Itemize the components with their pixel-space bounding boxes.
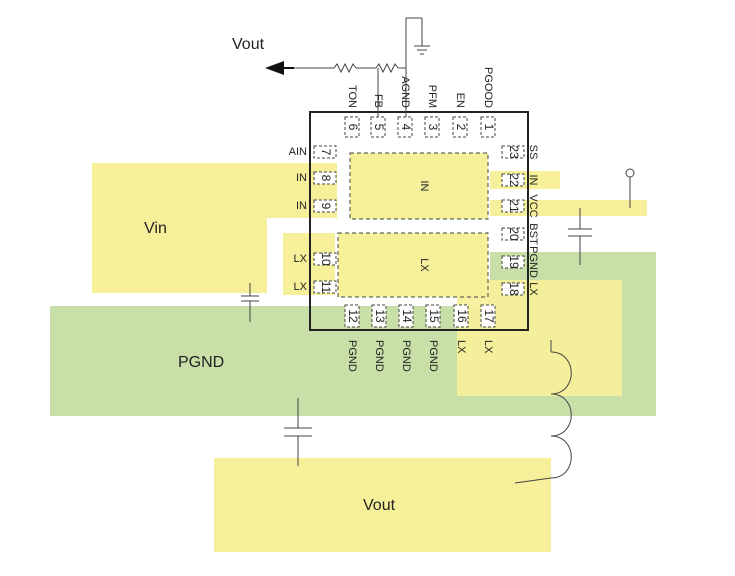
pin-number: 5 [372,124,386,131]
pin-number: 23 [507,145,521,159]
pin-number: 22 [507,173,521,187]
pin-number: 6 [346,124,360,131]
pin-name: FB [372,94,384,108]
pin-pad-right [501,282,525,296]
pin-name: PGND [346,340,358,372]
pin-name: BST [527,223,539,245]
pin-pad-top [480,116,496,138]
pin-pad-bottom [344,304,360,328]
pins-top: 6 TON 5 FB 4 AGND 3 PFM 2 EN 1 PGOOD [344,67,496,138]
pin-pad-left [313,280,337,294]
pin-name: PGOOD [482,67,494,108]
pin-number: 11 [319,281,333,294]
pin-name: SS [527,145,539,160]
pin-number: 2 [454,124,468,131]
pin-number: 20 [507,227,521,241]
pin-name: LX [527,282,539,296]
pin-name: PGND [400,340,412,372]
pin-number: 17 [482,309,496,323]
pin-name: AGND [399,76,411,108]
exposed-pad-in [349,152,489,220]
pin-number: 15 [427,309,441,323]
pin-number: 7 [319,149,333,156]
pin-pad-top [397,116,413,138]
pin-pad-right [501,227,525,241]
bst-capacitor [568,208,592,265]
pin-number: 13 [373,309,387,323]
pin-pad-bottom [398,304,414,328]
pin-number: 1 [482,124,496,131]
vcc-trace-right [490,200,647,216]
pin-pad-top [452,116,468,138]
pin-name: PGND [527,246,539,278]
pin-name: EN [454,93,466,108]
pin-pad-bottom [425,304,441,328]
pin-number: 19 [507,255,521,269]
pin-name: LX [294,281,308,293]
pin-name: LX [482,340,494,354]
pin-number: 21 [507,199,521,213]
pin-pad-left [313,252,337,266]
vout-capacitor [284,398,312,466]
pin-number: 12 [346,309,360,323]
vin-plane-label: Vin [144,220,167,237]
pin-pad-left [313,171,337,185]
pin-number: 9 [319,203,333,210]
vout-plane [214,458,551,552]
pin-number: 14 [400,309,414,323]
pin-pad-bottom [453,304,469,328]
pin-pad-right [501,145,525,159]
pin-pad-right [501,199,525,213]
pin-name: IN [296,200,307,212]
pin-pad-top [344,116,360,138]
pin-name: PFM [426,85,438,108]
pin-name: AIN [289,146,307,158]
pin-pad-top [424,116,440,138]
pin-number: 3 [426,124,440,131]
pin-name: PGND [427,340,439,372]
pin-number: 10 [319,252,333,266]
in-trace-right [490,171,560,189]
vin-capacitor [241,283,259,322]
pin-number: 8 [319,175,333,182]
pins-right: 23 SS 22 IN 21 VCC 20 BST 19 PGND 18 LX [501,145,539,296]
pin-name: LX [455,340,467,354]
vin-plane [92,163,267,293]
pin-number: 16 [455,309,469,323]
pin-pad-top [370,116,386,138]
pin-name: IN [296,172,307,184]
pin-pad-bottom [371,304,387,328]
vout-feedback-network [292,17,430,122]
pad-label-in: IN [418,181,430,192]
pin-pad-right [501,255,525,269]
vout-plane-label: Vout [363,497,396,514]
pin-pad-right [501,173,525,187]
pgnd-plane-label: PGND [178,354,224,371]
ic-package-outline [309,111,529,331]
pin-name: PGND [373,340,385,372]
exposed-pad-lx [337,232,489,298]
pad-label-lx: LX [418,258,430,272]
pin-pad-left [313,199,337,213]
pin-name: VCC [527,194,539,217]
lx-plane-right [457,280,622,396]
pin-name: LX [294,253,308,265]
vout-arrow-icon [265,61,284,75]
pin-pad-left [313,145,337,159]
pin-pad-bottom [480,304,496,328]
pin-number: 4 [399,124,413,131]
vout-arrow-label: Vout [232,36,265,53]
pin-number: 18 [507,282,521,296]
pin-name: IN [527,175,539,186]
inductor [514,340,572,484]
vcc-test-point [625,168,635,208]
pin-name: TON [346,85,358,108]
